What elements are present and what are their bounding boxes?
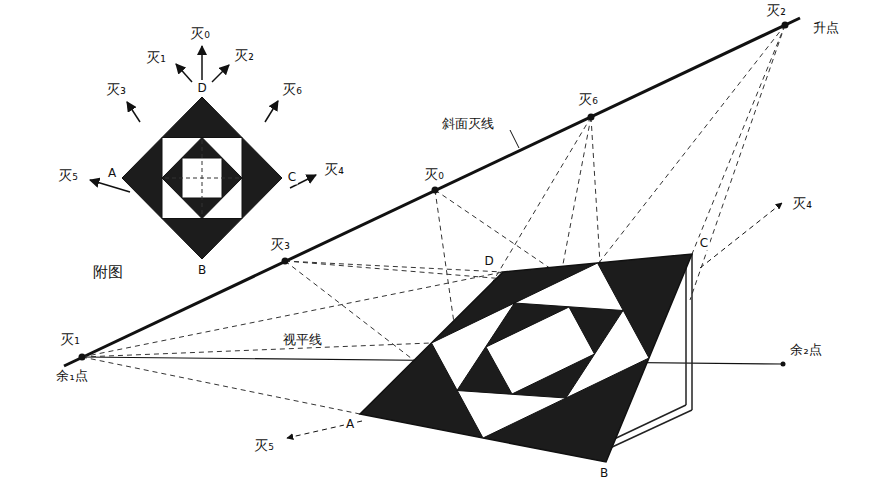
outer-quad: [360, 254, 692, 462]
vanishing-label: 灭₆: [280, 82, 304, 97]
inset-figure: [90, 46, 316, 259]
vanishing-label: 灭₄: [322, 162, 346, 177]
stand-post: [685, 260, 687, 405]
dashed-axis: [165, 178, 239, 179]
corner-letter: A: [344, 418, 356, 431]
corner-letter: B: [196, 264, 208, 277]
dashed-line: [82, 343, 431, 357]
center-quad: [486, 307, 595, 394]
dashed-line: [690, 25, 785, 300]
dashed-line: [598, 25, 785, 264]
line-name: 视平线: [281, 333, 324, 347]
corner-letter: B: [598, 467, 610, 480]
direction-arrow: [176, 64, 192, 82]
outer-diamond: [122, 97, 282, 259]
dashed-line: [285, 261, 420, 365]
vanishing-label: 灭₅: [56, 168, 80, 183]
direction-arrow: [265, 101, 278, 122]
vanishing-label: 灭₂: [232, 48, 256, 63]
direction-arrow: [700, 203, 782, 268]
inclined-plate: [360, 254, 692, 462]
vanishing-label: 灭₀: [188, 26, 212, 41]
vanishing-label: 灭₆: [576, 92, 600, 107]
dashed-line: [82, 357, 360, 414]
vanishing-label: 灭₁: [58, 332, 82, 347]
corner-letter: D: [195, 82, 208, 95]
slope-vanishing-line: [64, 18, 800, 366]
point-name: 余₂点: [788, 343, 823, 357]
point-dot: [282, 258, 289, 265]
vanishing-label: 灭₂: [764, 3, 788, 18]
point-dot: [782, 22, 789, 29]
point-name: 升点: [811, 21, 841, 35]
inner-quad: [457, 303, 623, 398]
vanishing-label: 灭₀: [422, 167, 446, 182]
leader-line: [510, 130, 519, 148]
point-dot: [432, 187, 439, 194]
point-name: 余₁点: [54, 369, 89, 383]
direction-arrow: [127, 102, 140, 122]
dashed-line: [560, 117, 591, 280]
point-dot: [781, 362, 786, 367]
figure-caption: 附图: [91, 264, 125, 281]
vanishing-points: [79, 22, 789, 367]
inner-diamond: [162, 138, 242, 219]
direction-arrow: [90, 180, 130, 192]
corner-letter: D: [482, 255, 495, 268]
vanishing-label: 灭₄: [790, 196, 814, 211]
vanishing-label: 灭₃: [268, 237, 292, 252]
dashed-line: [692, 25, 785, 254]
direction-arrow: [212, 65, 229, 82]
point-dot: [79, 354, 86, 361]
line-name: 斜面灭线: [440, 117, 496, 131]
vanishing-label: 灭₅: [252, 438, 276, 453]
dashed-line: [591, 117, 600, 263]
stand-post: [691, 254, 693, 410]
middle-quad: [432, 263, 650, 438]
middle-square: [162, 138, 242, 219]
vanishing-label: 灭₃: [104, 82, 128, 97]
corner-letter: C: [698, 237, 710, 250]
direction-arrow: [201, 46, 203, 80]
dashed-line: [435, 190, 560, 275]
corner-letter: C: [286, 171, 298, 184]
corner-letter: A: [106, 167, 118, 180]
dashed-line: [435, 190, 455, 330]
point-dot: [588, 114, 595, 121]
vanishing-label: 灭₁: [144, 50, 168, 65]
